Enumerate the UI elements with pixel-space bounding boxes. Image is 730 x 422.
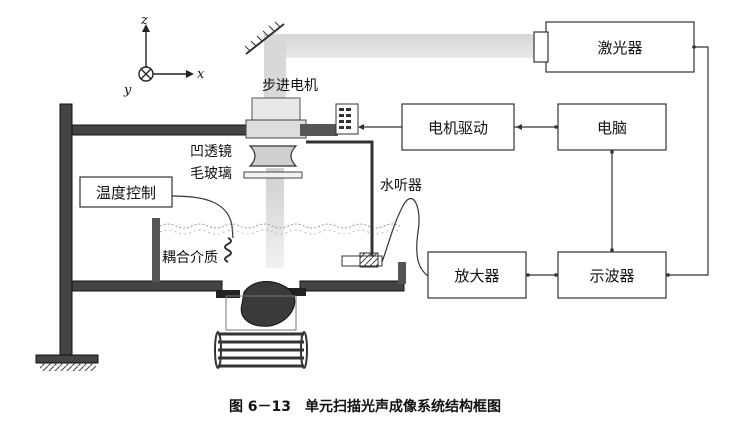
laser-box: 激光器 (533, 21, 695, 73)
laser-beam (264, 34, 536, 268)
mirror (244, 21, 285, 55)
computer-label: 电脑 (597, 119, 627, 137)
concave-lens-label: 凹透镜 (190, 144, 232, 160)
oscilloscope-label: 示波器 (589, 267, 634, 285)
stepper-motor-label: 步进电机 (262, 78, 318, 94)
computer-box: 电脑 (557, 103, 667, 151)
figure-caption: 图 6－13 单元扫描光声成像系统结构框图 (229, 398, 501, 415)
x-axis-label: x (197, 67, 205, 82)
ground-glass-label: 毛玻璃 (190, 165, 232, 182)
coordinate-axes: z y x (123, 13, 205, 98)
z-axis-label: z (140, 13, 148, 28)
mouse-sample-icon (240, 281, 296, 327)
coupling-medium-label: 耦合介质 (162, 250, 218, 266)
oscilloscope-box: 示波器 (557, 251, 667, 299)
motor-driver-label: 电机驱动 (428, 119, 488, 137)
sample-holder (214, 281, 308, 369)
y-axis-label: y (123, 83, 132, 98)
hydrophone-label: 水听器 (380, 178, 422, 194)
heater-coil-icon (224, 237, 232, 263)
support-frame (35, 103, 405, 371)
connections (358, 45, 709, 277)
amplifier-label: 放大器 (454, 267, 499, 285)
temperature-control-label: 温度控制 (96, 184, 156, 202)
hydrophone (306, 140, 429, 277)
concave-lens (248, 145, 298, 167)
water-tank (152, 218, 406, 284)
motor-driver-box: 电机驱动 (401, 103, 515, 151)
ground-glass (243, 171, 303, 179)
laser-label: 激光器 (597, 39, 642, 57)
amplifier-box: 放大器 (427, 251, 527, 299)
stepper-motor (245, 97, 359, 139)
temperature-control: 温度控制 (79, 176, 234, 263)
